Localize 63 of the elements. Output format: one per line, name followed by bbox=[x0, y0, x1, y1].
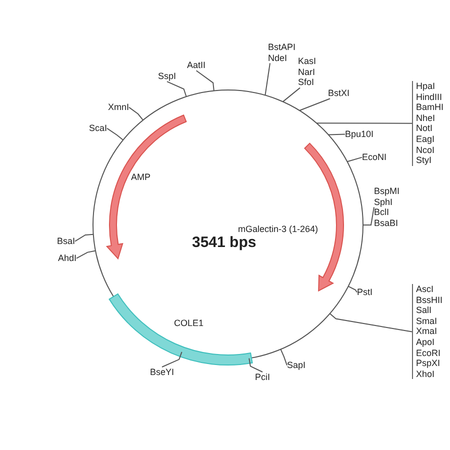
site-label: XmnI bbox=[108, 102, 130, 113]
site-label: NheI bbox=[416, 112, 436, 124]
leader-line bbox=[346, 156, 362, 162]
leader-line bbox=[299, 98, 330, 111]
site-label: AatII bbox=[187, 60, 206, 71]
site-label: XhoI bbox=[416, 368, 436, 380]
feature-label: COLE1 bbox=[174, 318, 204, 328]
site-label: NcoI bbox=[416, 144, 436, 156]
feature-label: AMP bbox=[131, 172, 151, 182]
site-label: PspXI bbox=[416, 358, 442, 369]
leader-line bbox=[248, 358, 263, 372]
site-label: SfoI bbox=[298, 77, 316, 88]
leader-line bbox=[348, 286, 358, 293]
leader-line bbox=[316, 122, 412, 124]
site-label: EcoNI bbox=[362, 152, 387, 163]
site-label: AscI bbox=[416, 284, 435, 295]
site-label: SapI bbox=[287, 360, 306, 371]
label-bracket bbox=[412, 284, 443, 380]
site-label: NarI bbox=[298, 66, 316, 78]
site-label: NotI bbox=[416, 123, 434, 134]
site-label: EagI bbox=[416, 134, 436, 145]
site-label: SalI bbox=[416, 305, 433, 316]
site-label: BstAPI bbox=[268, 42, 296, 53]
leader-line bbox=[196, 70, 214, 92]
site-label: AhdI bbox=[58, 253, 77, 264]
leader-line bbox=[362, 206, 374, 226]
insert-label: mGalectin-3 (1-264) bbox=[238, 224, 318, 234]
site-label: BsaI bbox=[57, 236, 76, 247]
site-label: HpaI bbox=[416, 81, 436, 92]
site-label: PstI bbox=[357, 287, 373, 298]
site-label: BamHI bbox=[416, 102, 444, 113]
site-label: SspI bbox=[158, 71, 176, 82]
site-label: BsaBI bbox=[374, 218, 400, 228]
site-label: KasI bbox=[298, 56, 316, 67]
site-label: SmaI bbox=[416, 316, 438, 326]
leader-line bbox=[76, 250, 96, 259]
site-label: BseYI bbox=[150, 367, 174, 378]
leader-line bbox=[162, 351, 182, 368]
leader-line bbox=[74, 234, 94, 242]
site-label: NdeI bbox=[268, 52, 288, 64]
leader-line bbox=[328, 134, 346, 136]
site-label: Bpu10I bbox=[345, 129, 374, 140]
leader-line bbox=[106, 128, 124, 140]
site-label: BssHII bbox=[416, 294, 443, 306]
site-label: ScaI bbox=[89, 123, 108, 134]
site-label: StyI bbox=[416, 155, 433, 166]
site-label: SphI bbox=[374, 196, 394, 208]
site-label: BclI bbox=[374, 207, 390, 218]
leader-line bbox=[264, 62, 270, 96]
site-label: EcoRI bbox=[416, 348, 442, 358]
plasmid-size: 3541 bps bbox=[192, 234, 256, 251]
leader-line bbox=[329, 313, 412, 332]
site-label: HindIII bbox=[416, 92, 444, 102]
site-label: PciI bbox=[255, 372, 270, 383]
site-label: BstXI bbox=[328, 88, 350, 99]
site-label: XmaI bbox=[416, 326, 438, 337]
site-label: ApoI bbox=[416, 336, 436, 348]
label-bracket bbox=[412, 81, 444, 166]
leader-line bbox=[282, 87, 300, 102]
leader-line bbox=[280, 348, 288, 366]
leader-line bbox=[128, 106, 144, 121]
leader-line bbox=[166, 81, 187, 98]
site-label: BspMI bbox=[374, 186, 400, 197]
